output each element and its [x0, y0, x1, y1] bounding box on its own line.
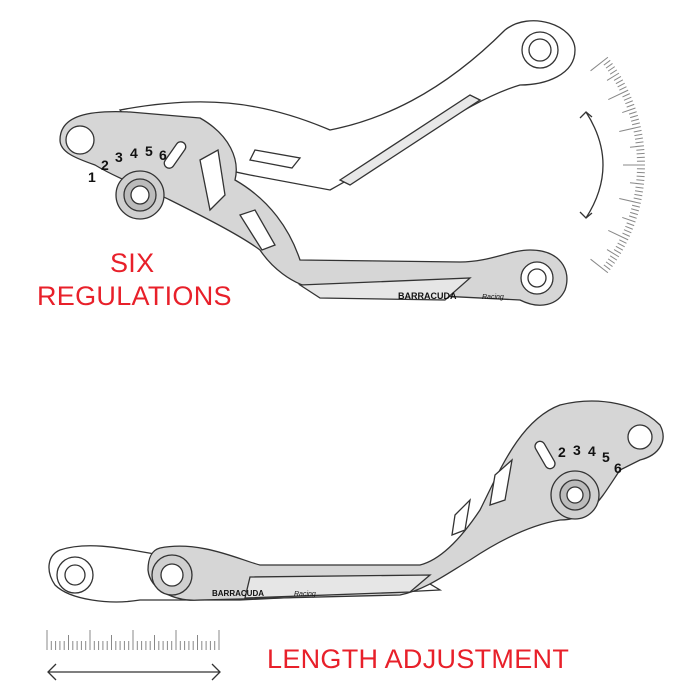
angle-tick	[622, 107, 636, 114]
angle-tick	[622, 93, 630, 98]
svg-text:4: 4	[130, 145, 138, 161]
bottom-brand-logo: BARRACUDA	[212, 589, 264, 598]
angle-tick	[630, 211, 638, 216]
rotation-arrow	[585, 111, 604, 219]
angle-tick	[605, 261, 613, 267]
angle-tick	[615, 245, 624, 251]
length-adjustment-label: LENGTH ADJUSTMENT	[267, 644, 570, 674]
angle-tick	[626, 222, 635, 227]
bottom-dial-numbers: 2 3 4 5 6	[558, 442, 622, 476]
angle-tick	[635, 141, 644, 144]
angle-tick	[634, 133, 643, 137]
angle-tick	[636, 179, 645, 181]
angle-tick	[633, 197, 642, 201]
angle-tick	[634, 137, 643, 140]
top-brand-sub: Racing	[482, 294, 504, 301]
angle-tick	[630, 114, 638, 119]
angle-tick	[617, 82, 625, 88]
angle-tick	[628, 215, 637, 219]
bottom-lever	[48, 400, 664, 603]
angle-tick	[636, 149, 645, 151]
angle-tick	[622, 216, 636, 223]
angle-tick	[617, 242, 625, 248]
top-lever-blade	[118, 20, 576, 191]
bottom-lever-body	[147, 400, 664, 601]
angle-tick	[629, 182, 644, 185]
angle-tick	[603, 59, 611, 66]
angle-scale	[590, 56, 645, 274]
angle-tick	[631, 118, 640, 122]
angle-tick	[613, 249, 622, 254]
angle-tick	[608, 230, 629, 241]
svg-text:2: 2	[558, 444, 566, 460]
angle-tick	[619, 239, 627, 244]
angle-tick	[628, 111, 637, 115]
svg-text:3: 3	[115, 149, 123, 165]
angle-tick	[609, 69, 618, 75]
svg-text:4: 4	[588, 443, 596, 459]
angle-tick	[623, 229, 632, 234]
svg-text:2: 2	[101, 157, 109, 173]
angle-tick	[590, 258, 609, 274]
angle-tick	[590, 56, 609, 72]
angle-tick	[608, 89, 629, 100]
top-lever	[59, 20, 576, 306]
top-brand-logo: BARRACUDA	[398, 291, 457, 301]
angle-tick	[607, 258, 616, 264]
angle-tick	[635, 186, 644, 189]
angle-tick	[636, 175, 645, 178]
angle-tick	[622, 232, 630, 237]
angle-tick	[634, 193, 643, 197]
angle-tick	[631, 208, 640, 212]
angle-tick	[633, 129, 642, 133]
six-label: SIX	[110, 248, 155, 278]
angle-tick	[609, 255, 618, 261]
angle-tick	[626, 103, 635, 108]
svg-text:6: 6	[614, 460, 622, 476]
angle-tick	[625, 100, 633, 105]
angle-tick	[629, 145, 644, 148]
angle-tick	[619, 198, 641, 204]
angle-tick	[619, 126, 641, 132]
angle-tick	[625, 225, 633, 230]
angle-tick	[619, 86, 627, 91]
angle-tick	[603, 264, 611, 271]
length-ruler	[46, 630, 220, 650]
angle-tick	[636, 152, 645, 155]
svg-text:5: 5	[602, 449, 610, 465]
regulations-label: REGULATIONS	[37, 281, 232, 311]
angle-tick	[631, 204, 640, 208]
angle-tick	[634, 190, 643, 193]
svg-text:6: 6	[159, 147, 167, 163]
angle-tick	[623, 96, 632, 101]
angle-tick	[606, 72, 620, 81]
top-dial-numbers: 1 2 3 4 5 6	[88, 143, 167, 185]
svg-text:1: 1	[88, 169, 96, 185]
svg-text:5: 5	[145, 143, 153, 159]
angle-tick	[605, 63, 613, 69]
bottom-brand-sub: Racing	[294, 591, 316, 598]
angle-tick	[606, 249, 620, 258]
angle-tick	[607, 66, 616, 72]
angle-tick	[613, 76, 622, 81]
angle-tick	[631, 122, 640, 126]
length-arrow	[47, 663, 221, 681]
angle-tick	[615, 79, 624, 85]
svg-text:3: 3	[573, 442, 581, 458]
